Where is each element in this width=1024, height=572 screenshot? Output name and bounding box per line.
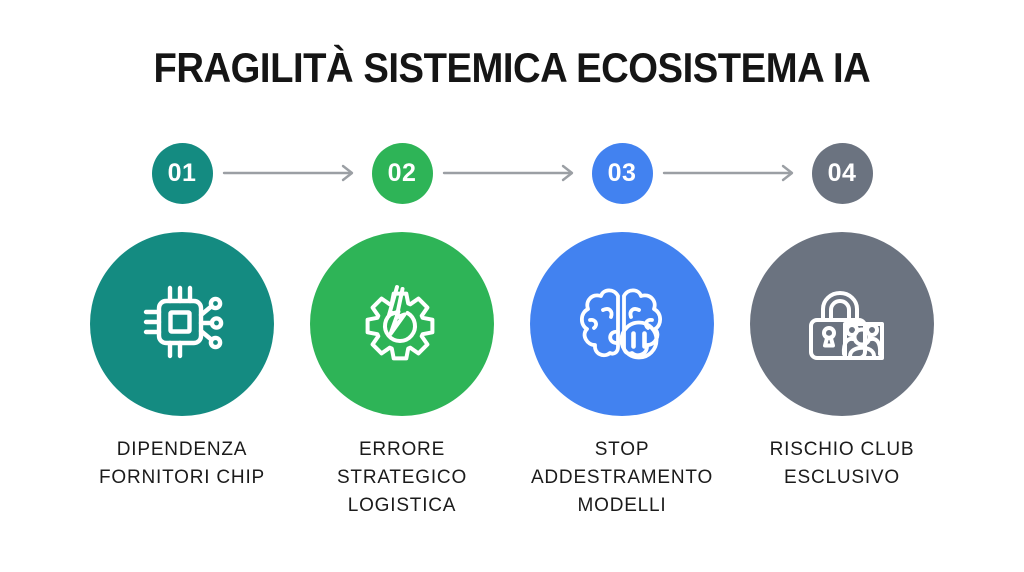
step-02-badge: 02 [371,142,433,204]
chip-icon [143,285,224,359]
arrow-right-icon [662,164,794,182]
step-01-label: DIPENDENZA FORNITORI CHIP [98,439,266,488]
broken-gear-icon [365,285,435,361]
step-03-circle [530,232,714,416]
lock-group-icon [809,291,884,360]
label-row: DIPENDENZA FORNITORI CHIP ERRORE STRATEG… [72,436,952,520]
arrow-right-icon [442,164,574,182]
step-04-label: RISCHIO CLUB ESCLUSIVO [769,439,915,488]
step-03-badge: 03 [591,142,653,204]
step-02-circle [310,232,494,416]
step-04-circle [750,232,934,416]
step-01-circle [90,232,274,416]
brain-pause-icon [579,288,663,360]
step-03-label: STOP ADDESTRAMENTO MODELLI [530,439,714,516]
step-01-badge: 01 [151,142,213,204]
step-02-label: ERRORE STRATEGICO LOGISTICA [336,439,468,516]
icon-row [72,232,952,416]
arrow-right-icon [222,164,354,182]
page-title: FRAGILITÀ SISTEMICA ECOSISTEMA IA [153,44,871,91]
step-04-badge: 04 [811,142,873,204]
header: FRAGILITÀ SISTEMICA ECOSISTEMA IA [0,0,1024,92]
step-number-row: 01 02 03 04 [72,142,952,204]
